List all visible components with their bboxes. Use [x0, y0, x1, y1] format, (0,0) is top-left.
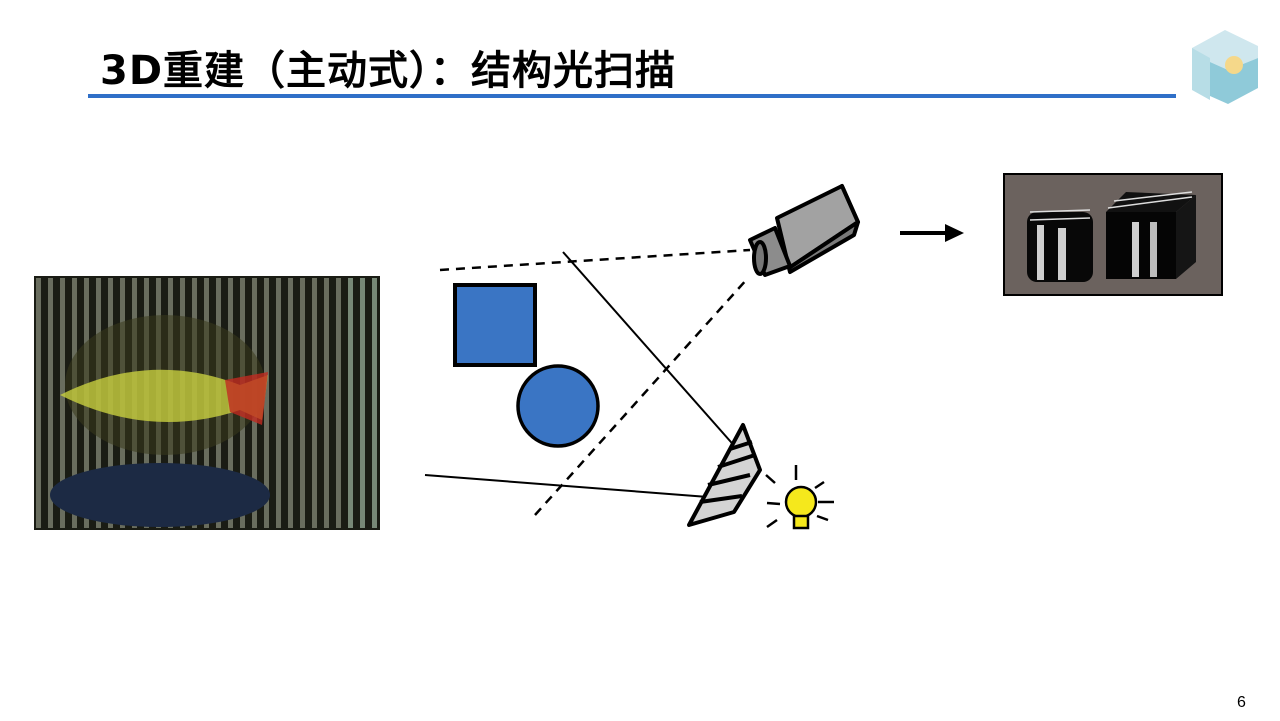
light-stripe [48, 278, 53, 528]
light-stripe [324, 278, 329, 528]
light-stripe [264, 278, 269, 528]
title-underline [88, 94, 1176, 98]
light-stripe [348, 278, 353, 528]
arrow-right-icon [900, 224, 964, 242]
slide-title: 3D重建（主动式）：结构光扫描 [100, 48, 677, 94]
camera-view-ray [534, 277, 749, 516]
projector-ray [424, 474, 709, 498]
logo-icon [1192, 30, 1258, 104]
light-stripe [300, 278, 305, 528]
scan-result-image [1003, 173, 1223, 296]
light-stripe [360, 278, 365, 528]
projector-ray [562, 251, 739, 451]
camera-view-ray [439, 248, 751, 272]
light-stripe [312, 278, 317, 528]
projector-icon [687, 423, 762, 527]
structured-light-photo [34, 276, 380, 530]
light-stripe [60, 278, 65, 528]
sphere-object [516, 364, 600, 448]
light-stripe [336, 278, 341, 528]
light-stripe [276, 278, 281, 528]
cube-object [453, 283, 537, 367]
page-number: 6 [1237, 694, 1246, 711]
light-stripe [372, 278, 377, 528]
camera-icon [748, 184, 860, 277]
light-stripe [36, 278, 41, 528]
light-stripe [288, 278, 293, 528]
light-bulb-icon [765, 465, 834, 530]
